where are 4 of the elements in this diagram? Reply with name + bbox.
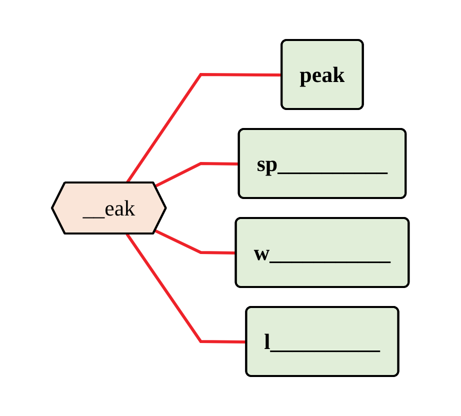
connector [154,229,236,254]
connector [126,233,247,344]
connector [154,162,240,188]
connector [126,73,282,184]
